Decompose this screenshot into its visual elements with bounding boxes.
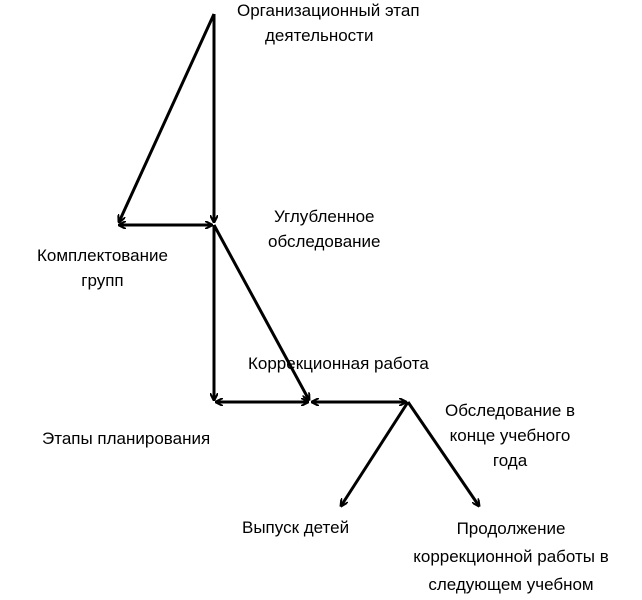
node-correction: Коррекционная работа xyxy=(248,351,429,376)
node-org-line: Организационный этап xyxy=(237,1,420,20)
node-continue: Продолжение коррекционной работы в следу… xyxy=(376,515,642,599)
node-end-exam-line: года xyxy=(492,451,528,470)
node-groups-line: Комплектование xyxy=(37,246,168,265)
node-end-exam-line: конце учебного xyxy=(449,426,571,445)
arrow-deep-to-correction xyxy=(212,224,309,400)
node-deep: Углубленное обследование xyxy=(268,204,381,254)
arrow-endexam-to-graduation xyxy=(341,401,410,506)
node-planning: Этапы планирования xyxy=(42,426,210,451)
node-continue-line: следующем учебном xyxy=(428,575,594,594)
node-graduation-line: Выпуск детей xyxy=(242,518,350,537)
arrow-endexam-to-continue xyxy=(406,401,479,506)
arrow-org-to-groups xyxy=(119,13,216,222)
node-deep-line: обследование xyxy=(268,232,381,251)
node-end-exam: Обследование в конце учебного года xyxy=(445,398,575,473)
node-planning-line: Этапы планирования xyxy=(42,429,211,448)
node-continue-line: Продолжение xyxy=(456,519,566,538)
node-org-line: деятельности xyxy=(265,26,374,45)
node-correction-line: Коррекционная работа xyxy=(248,354,429,373)
node-end-exam-line: Обследование в xyxy=(445,401,576,420)
node-graduation: Выпуск детей xyxy=(242,515,349,540)
node-org: Организационный этап деятельности xyxy=(237,0,420,48)
node-deep-line: Углубленное xyxy=(274,207,375,226)
node-groups-line: групп xyxy=(81,271,124,290)
node-groups: Комплектование групп xyxy=(37,243,168,293)
node-continue-line: коррекционной работы в xyxy=(413,547,609,566)
